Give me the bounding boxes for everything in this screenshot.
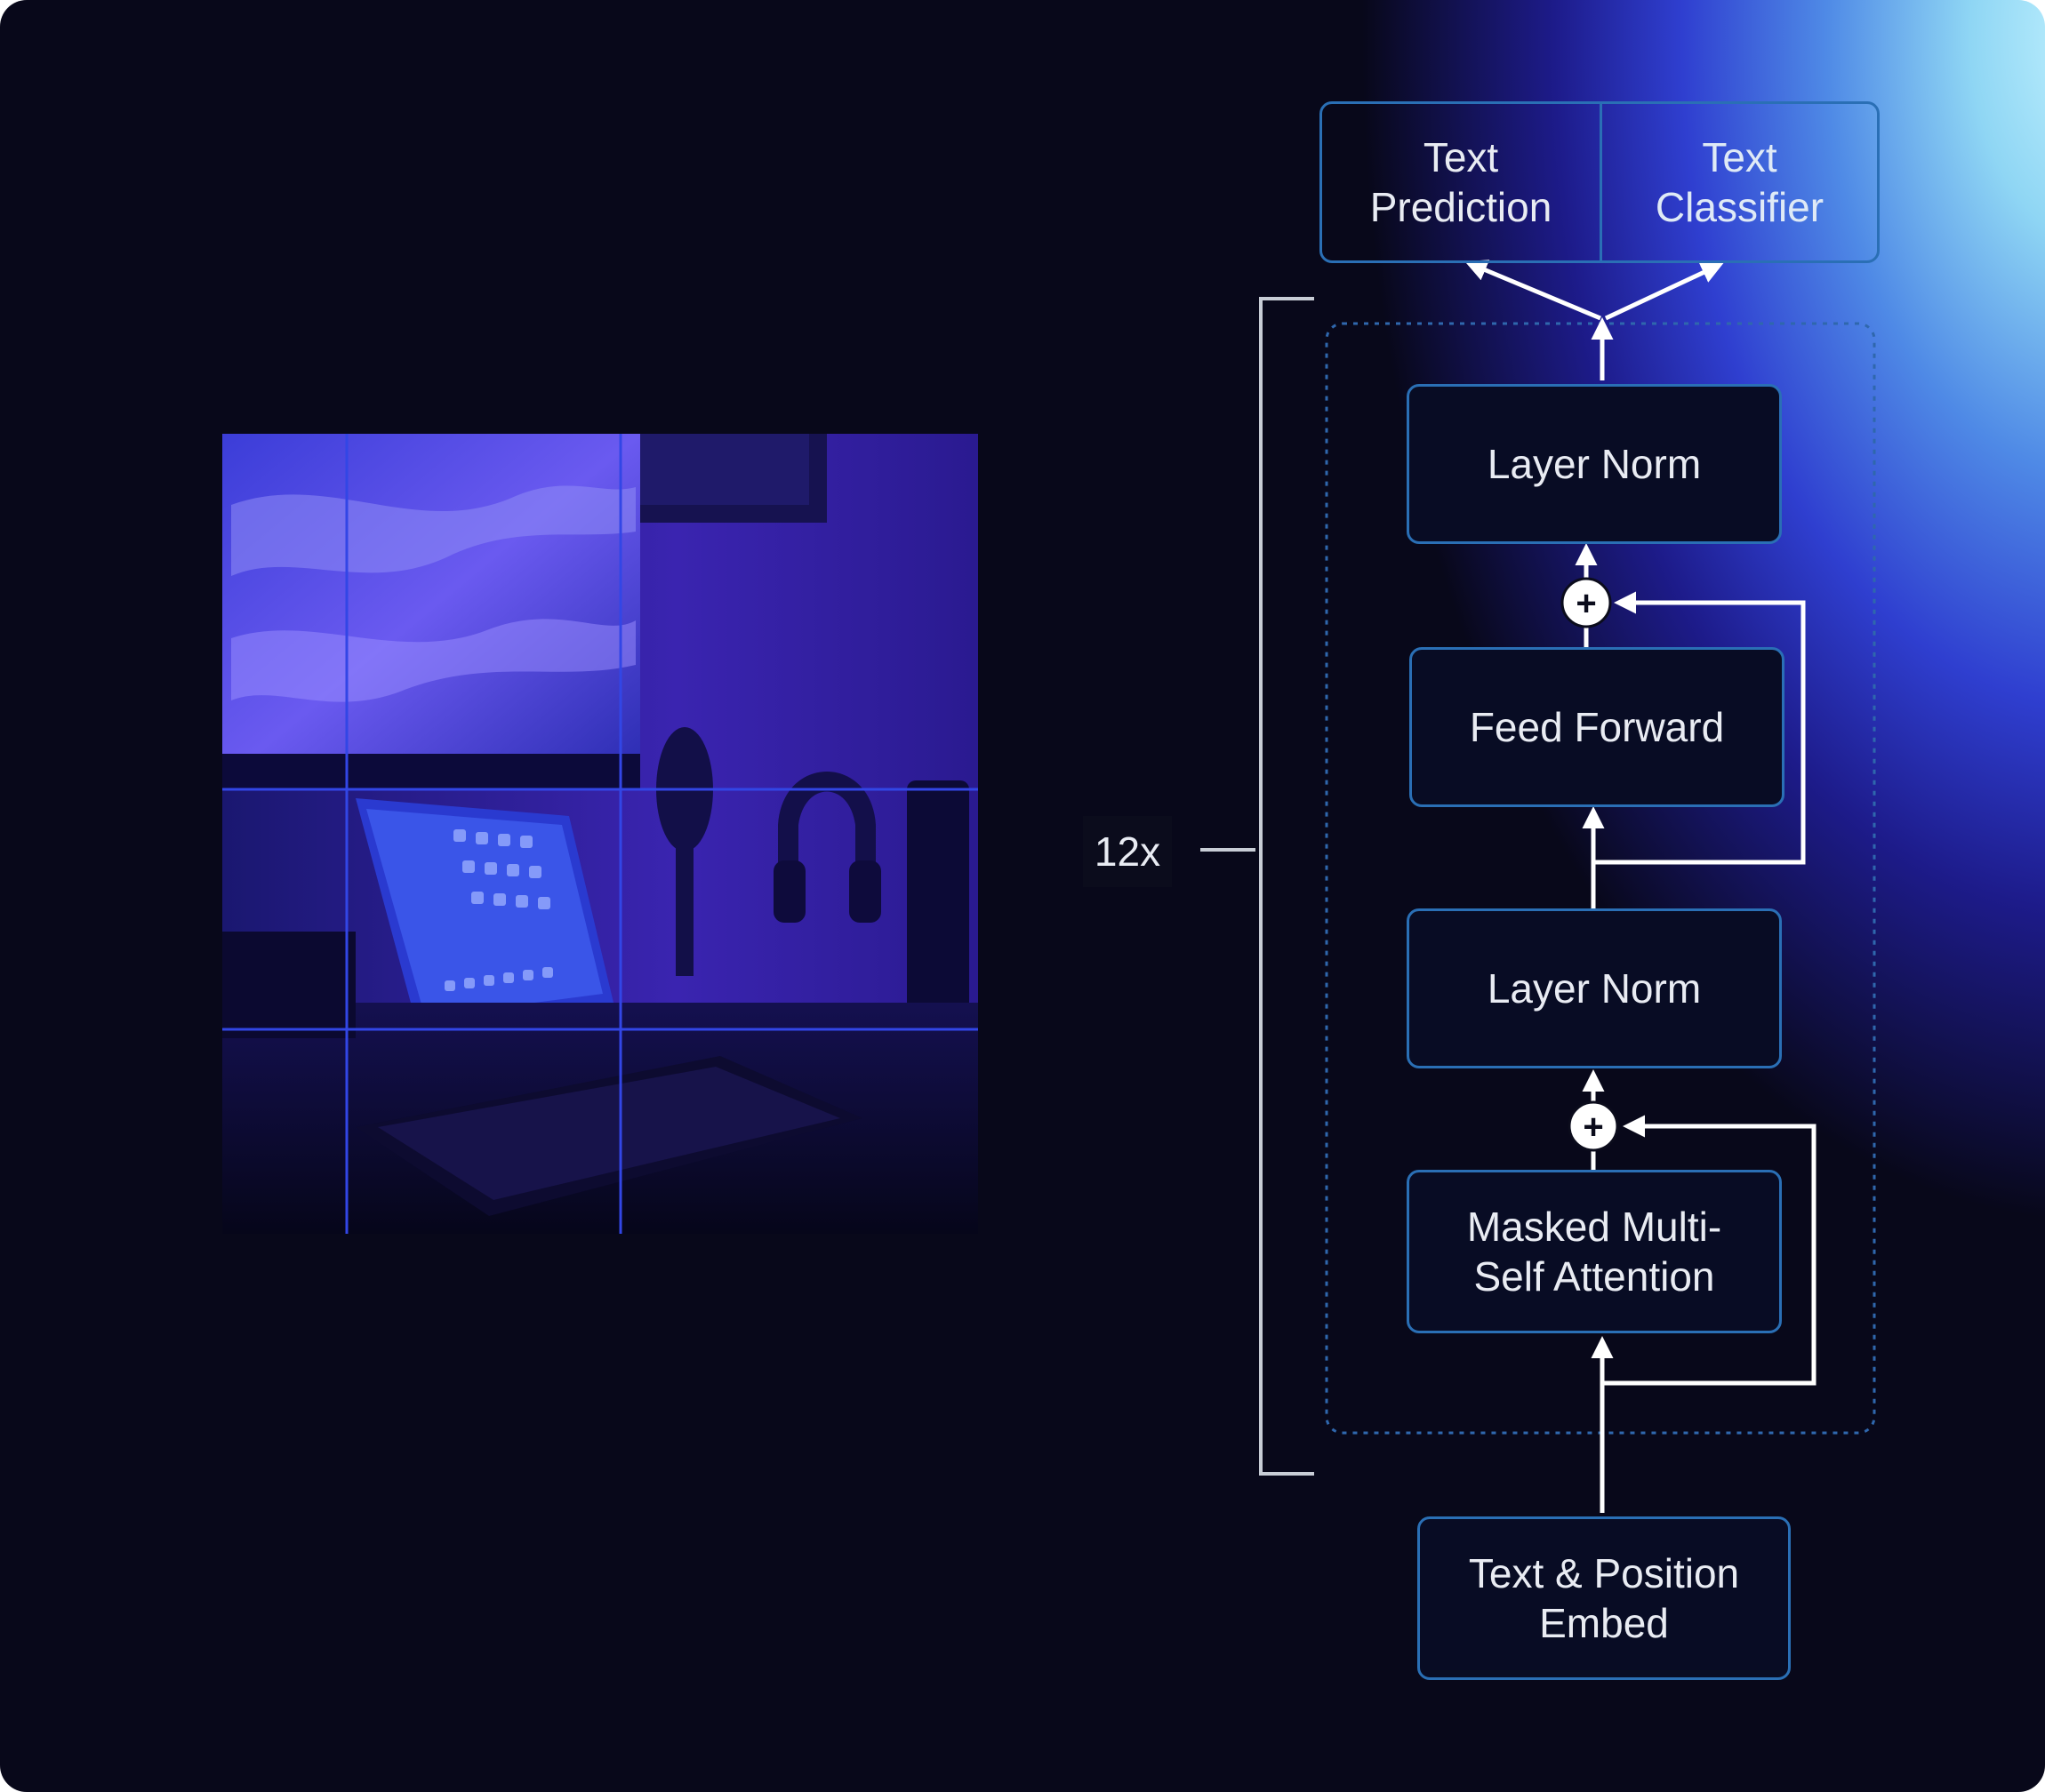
text-classifier-label: Text Classifier: [1655, 134, 1824, 230]
text-classifier-head: Text Classifier: [1600, 101, 1880, 263]
repeat-bracket: [1259, 297, 1314, 1476]
add-symbol-1: +: [1583, 1108, 1603, 1147]
text-prediction-label: Text Prediction: [1369, 134, 1552, 230]
text-position-embed-block: Text & Position Embed: [1417, 1516, 1791, 1680]
layer-norm-top-label: Layer Norm: [1487, 441, 1702, 487]
layer-norm-top-block: Layer Norm: [1407, 384, 1782, 544]
repeat-count-label: 12x: [1083, 816, 1172, 887]
layer-norm-bottom-label: Layer Norm: [1487, 965, 1702, 1012]
text-prediction-head: Text Prediction: [1319, 101, 1602, 263]
masked-attention-block: Masked Multi- Self Attention: [1407, 1170, 1782, 1333]
masked-attention-label: Masked Multi- Self Attention: [1466, 1204, 1722, 1300]
feed-forward-block: Feed Forward: [1409, 647, 1784, 807]
layer-norm-bottom-block: Layer Norm: [1407, 908, 1782, 1068]
add-node-1: [1568, 1100, 1619, 1152]
text-position-embed-label: Text & Position Embed: [1468, 1550, 1740, 1646]
desk-setup-image: [222, 434, 978, 1234]
add-symbol-2: +: [1576, 584, 1596, 623]
arrow-to-prediction: [1464, 260, 1601, 321]
arrow-to-classifier: [1604, 262, 1724, 321]
add-node-2: [1560, 577, 1612, 628]
feed-forward-label: Feed Forward: [1469, 704, 1725, 750]
